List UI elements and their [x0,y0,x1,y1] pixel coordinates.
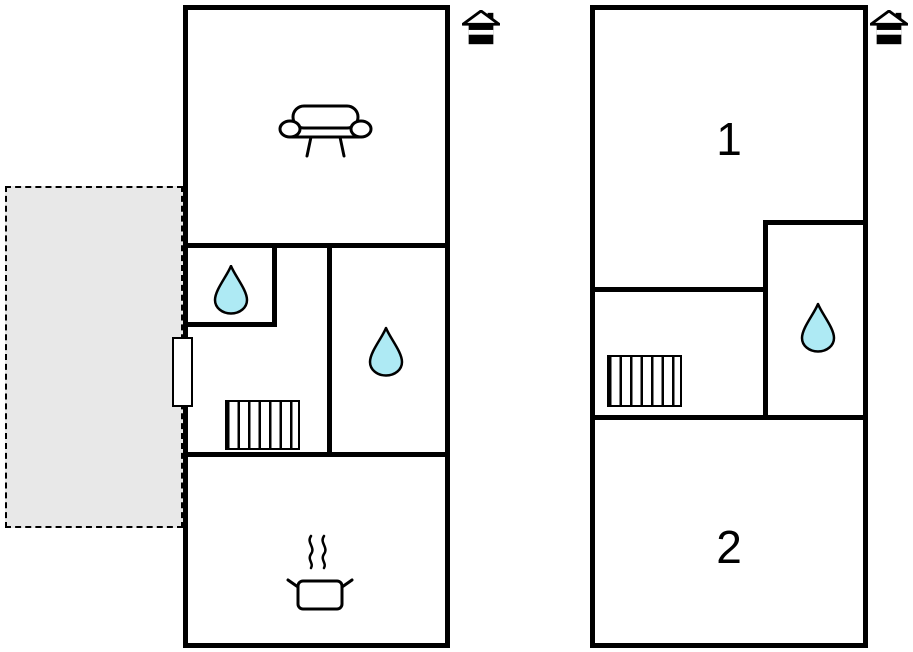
stairs-hatch-icon [607,355,682,407]
room-label-1: 1 [716,113,742,165]
floorplan-left [183,5,450,648]
floorplan-right: 1 2 [590,5,868,648]
wall [763,220,863,225]
stairs-hatch-icon [225,400,300,450]
water-drop-icon [800,302,836,353]
wall [188,322,277,327]
water-drop-icon [213,265,249,315]
house-marker-icon [462,10,500,45]
wall [188,452,445,457]
door-opening-marker [172,337,193,407]
sofa-icon [278,104,373,158]
wall [188,243,445,248]
wall [272,243,277,327]
wall [327,243,332,457]
room-label-2: 2 [716,521,742,573]
cooking-pot-icon [286,534,354,611]
water-drop-icon [368,326,404,377]
wall [595,287,768,292]
wall [763,220,768,420]
wall [595,415,863,420]
terrace-area [5,186,183,528]
house-marker-icon [870,10,908,45]
